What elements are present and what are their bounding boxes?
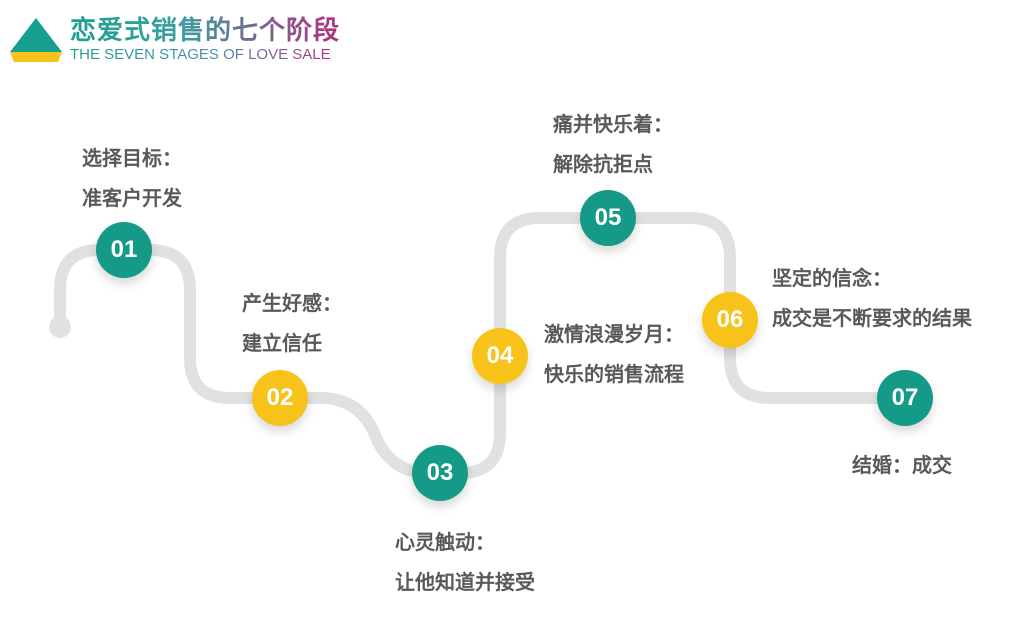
stage-04-marker: 04 <box>472 328 528 384</box>
stage-05-marker: 05 <box>580 190 636 246</box>
stage-02-marker: 02 <box>252 370 308 426</box>
stage-06-marker: 06 <box>702 292 758 348</box>
stage-07-title: 结婚：成交 <box>852 453 952 477</box>
stage-04-title: 激情浪漫岁月： <box>544 322 684 346</box>
stage-07-marker: 07 <box>877 370 933 426</box>
logo-triangle-icon <box>10 18 62 62</box>
stage-01-label: 选择目标： 准客户开发 <box>82 138 182 218</box>
stage-01-desc: 准客户开发 <box>82 186 182 210</box>
stage-05-label: 痛并快乐着： 解除抗拒点 <box>553 104 673 184</box>
stage-02-title: 产生好感： <box>242 291 342 315</box>
stage-05-title: 痛并快乐着： <box>553 112 673 136</box>
stage-06-label: 坚定的信念： 成交是不断要求的结果 <box>772 258 972 338</box>
stage-01-title: 选择目标： <box>82 146 182 170</box>
stage-02-desc: 建立信任 <box>242 331 322 355</box>
stage-03-desc: 让他知道并接受 <box>395 570 535 594</box>
page-title: 恋爱式销售的七个阶段 <box>70 10 340 47</box>
stage-06-title: 坚定的信念： <box>772 266 892 290</box>
stage-07-label: 结婚：成交 <box>852 445 952 485</box>
stage-03-marker: 03 <box>412 445 468 501</box>
stage-01-marker: 01 <box>96 222 152 278</box>
page-subtitle: THE SEVEN STAGES OF LOVE SALE <box>70 46 331 63</box>
stage-06-desc: 成交是不断要求的结果 <box>772 306 972 330</box>
stage-03-label: 心灵触动： 让他知道并接受 <box>395 522 535 602</box>
stage-04-desc: 快乐的销售流程 <box>544 362 684 386</box>
stage-04-label: 激情浪漫岁月： 快乐的销售流程 <box>544 314 684 394</box>
stage-02-label: 产生好感： 建立信任 <box>242 283 342 363</box>
stage-05-desc: 解除抗拒点 <box>553 152 653 176</box>
stage-03-title: 心灵触动： <box>395 530 495 554</box>
